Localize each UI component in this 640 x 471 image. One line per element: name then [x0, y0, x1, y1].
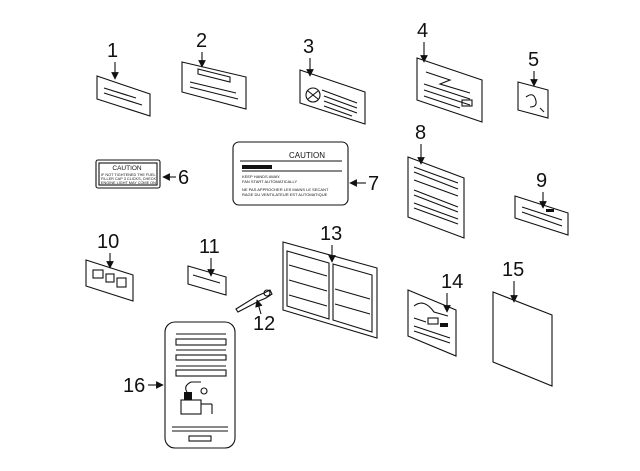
callout-12: 12 — [253, 313, 275, 335]
callout-13: 13 — [320, 223, 342, 245]
callout-3: 3 — [303, 36, 314, 58]
caution-small-line-3: ENGINE LIGHT MAY COME ON — [101, 181, 156, 185]
part-9-label — [514, 195, 569, 236]
part-4-label — [416, 57, 483, 123]
part-15-label — [492, 291, 553, 387]
part-13-label — [282, 241, 378, 339]
callout-6: 6 — [178, 167, 189, 189]
callout-2: 2 — [196, 30, 207, 52]
part-10-label — [85, 259, 134, 302]
callout-7: 7 — [368, 173, 379, 195]
callout-9: 9 — [536, 170, 547, 192]
caution-large-title: CAUTION — [289, 151, 325, 160]
callout-16: 16 — [123, 375, 145, 397]
caution-large-line-3: NE PAS APPROCHER LES MAINS LE SECANT — [242, 187, 329, 192]
caution-large-line-1: KEEP HANDS AWAY. — [242, 174, 280, 179]
part-14-label — [407, 289, 457, 357]
callout-4: 4 — [417, 20, 428, 42]
callout-15: 15 — [502, 259, 524, 281]
part-2-label — [181, 61, 247, 110]
part-12-clip — [235, 289, 273, 313]
callout-11: 11 — [199, 236, 220, 258]
caution-large-line-4: RAGE DU VENTILATEUR EST AUTOMATIQUE — [242, 192, 328, 197]
part-1-label — [96, 75, 151, 117]
part-8-label — [407, 156, 465, 239]
part-5-label — [517, 81, 549, 119]
callout-5: 5 — [528, 49, 539, 71]
part-6-caution-label: CAUTION IF NOT TIGHTENED THE FUEL FILLER… — [95, 159, 161, 189]
part-11-label — [187, 265, 227, 296]
callout-14: 14 — [441, 271, 463, 293]
callout-8: 8 — [415, 122, 426, 144]
caution-large-line-2: FAN START AUTOMATICALLY — [242, 179, 297, 184]
caution-small-line-2: FILLER CAP 3 CLICKS, CHECK — [101, 177, 156, 181]
callout-1: 1 — [107, 40, 118, 62]
caution-small-title: CAUTION — [112, 165, 142, 172]
callout-10: 10 — [97, 231, 119, 253]
callout-12-arrow — [255, 299, 263, 315]
caution-small-line-1: IF NOT TIGHTENED THE FUEL — [101, 173, 156, 177]
part-3-label — [299, 69, 366, 125]
part-7-caution-label: CAUTION KEEP HANDS AWAY. FAN START AUTOM… — [232, 141, 349, 206]
part-16-label — [164, 321, 236, 449]
